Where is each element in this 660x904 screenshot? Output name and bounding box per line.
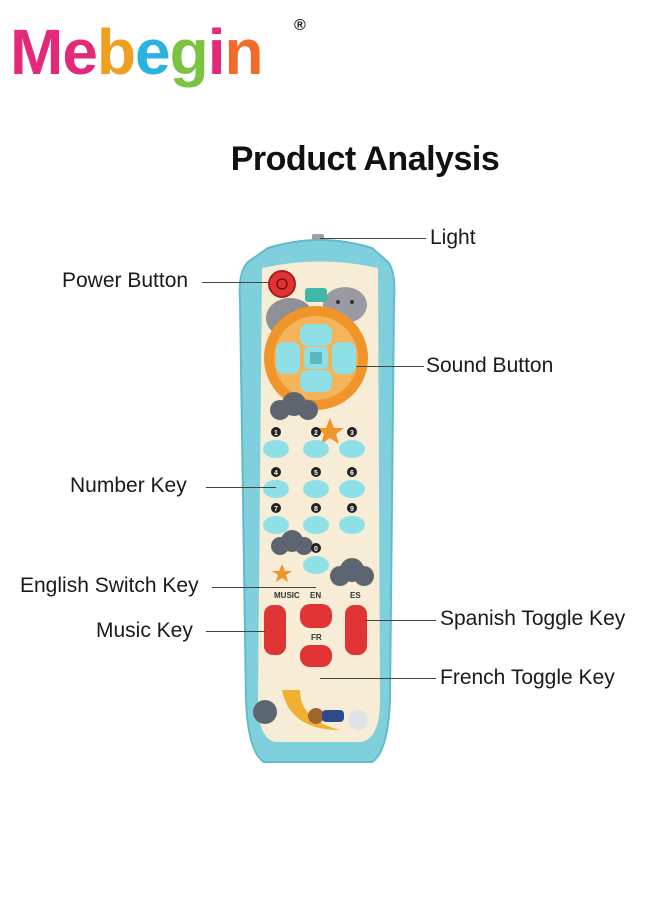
leader-line [202, 282, 268, 283]
leader-line [206, 487, 276, 488]
number-badge [347, 467, 357, 477]
number-label: 6 [350, 470, 354, 477]
number-key-6[interactable] [339, 480, 365, 498]
number-label: 9 [350, 506, 354, 513]
number-keypad: 1 2 3 4 5 6 7 8 9 0 [263, 427, 365, 574]
callout-light: Light [430, 226, 476, 249]
number-key-1[interactable] [263, 440, 289, 458]
number-badge [347, 427, 357, 437]
brand-name: Mebegin [10, 16, 264, 88]
number-label: 7 [274, 506, 278, 513]
callout-spanish-toggle-key: Spanish Toggle Key [440, 607, 626, 630]
registered-mark: ® [294, 17, 306, 34]
leader-line [320, 678, 436, 679]
callout-music-key: Music Key [96, 619, 193, 642]
leader-line [206, 631, 266, 632]
number-label: 5 [314, 470, 318, 477]
number-badge [271, 503, 281, 513]
page-title: Product Analysis [230, 140, 500, 178]
star-decoration [272, 418, 344, 582]
callout-french-toggle-key: French Toggle Key [440, 666, 615, 689]
fr-label: FR [311, 633, 322, 642]
french-toggle-key[interactable] [300, 645, 332, 667]
number-badge [311, 427, 321, 437]
number-badge [311, 503, 321, 513]
number-badge [311, 467, 321, 477]
number-key-3[interactable] [339, 440, 365, 458]
number-badge [271, 427, 281, 437]
leader-line [366, 620, 436, 621]
callout-english-switch-key: English Switch Key [20, 574, 199, 597]
number-label: 3 [350, 430, 354, 437]
leader-line [320, 238, 426, 239]
moon-bear-illustration [253, 690, 368, 730]
spanish-toggle-key[interactable] [345, 605, 367, 655]
callout-sound-button: Sound Button [426, 354, 554, 377]
callout-power-button: Power Button [62, 269, 189, 292]
number-label: 1 [274, 430, 278, 437]
number-label: 8 [314, 506, 318, 513]
es-label: ES [350, 591, 361, 600]
leader-line [212, 587, 316, 588]
number-key-8[interactable] [303, 516, 329, 534]
leader-line [356, 366, 424, 367]
number-label: 2 [314, 430, 318, 437]
number-key-7[interactable] [263, 516, 289, 534]
number-key-4[interactable] [263, 480, 289, 498]
sound-dpad[interactable] [264, 306, 368, 410]
en-label: EN [310, 591, 321, 600]
number-key-5[interactable] [303, 480, 329, 498]
number-badge [311, 543, 321, 553]
number-key-0[interactable] [303, 556, 329, 574]
number-label: 0 [314, 546, 318, 553]
music-label: MUSIC [274, 591, 300, 600]
power-button[interactable] [268, 270, 296, 298]
callout-number-key: Number Key [70, 474, 187, 497]
number-key-9[interactable] [339, 516, 365, 534]
cloud-decoration [270, 392, 374, 586]
number-badge [347, 503, 357, 513]
brand-logo: Mebegin ® [10, 12, 306, 92]
number-badge [271, 467, 281, 477]
number-key-2[interactable] [303, 440, 329, 458]
number-label: 4 [274, 470, 278, 477]
light-indicator [312, 234, 324, 240]
music-key[interactable] [264, 605, 286, 655]
english-switch-key[interactable] [300, 604, 332, 628]
